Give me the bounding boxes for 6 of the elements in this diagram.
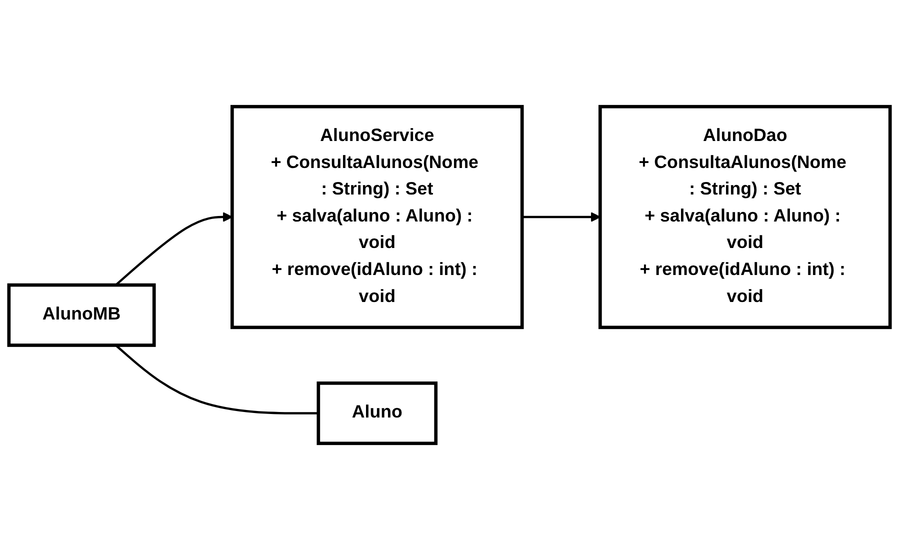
arrow xyxy=(522,212,601,222)
node-box: AlunoMB xyxy=(7,283,156,347)
arrow xyxy=(115,212,233,286)
node-box: AlunoService + ConsultaAlunos(Nome : String) : Set + salva(aluno : Aluno) : void + remove(idAluno : int) : void xyxy=(230,104,524,330)
node-box: Aluno xyxy=(316,382,438,446)
node-box: AlunoDao + ConsultaAlunos(Nome : String) : Set + salva(aluno : Aluno) : void + remove(idAluno : int) : void xyxy=(598,104,892,330)
